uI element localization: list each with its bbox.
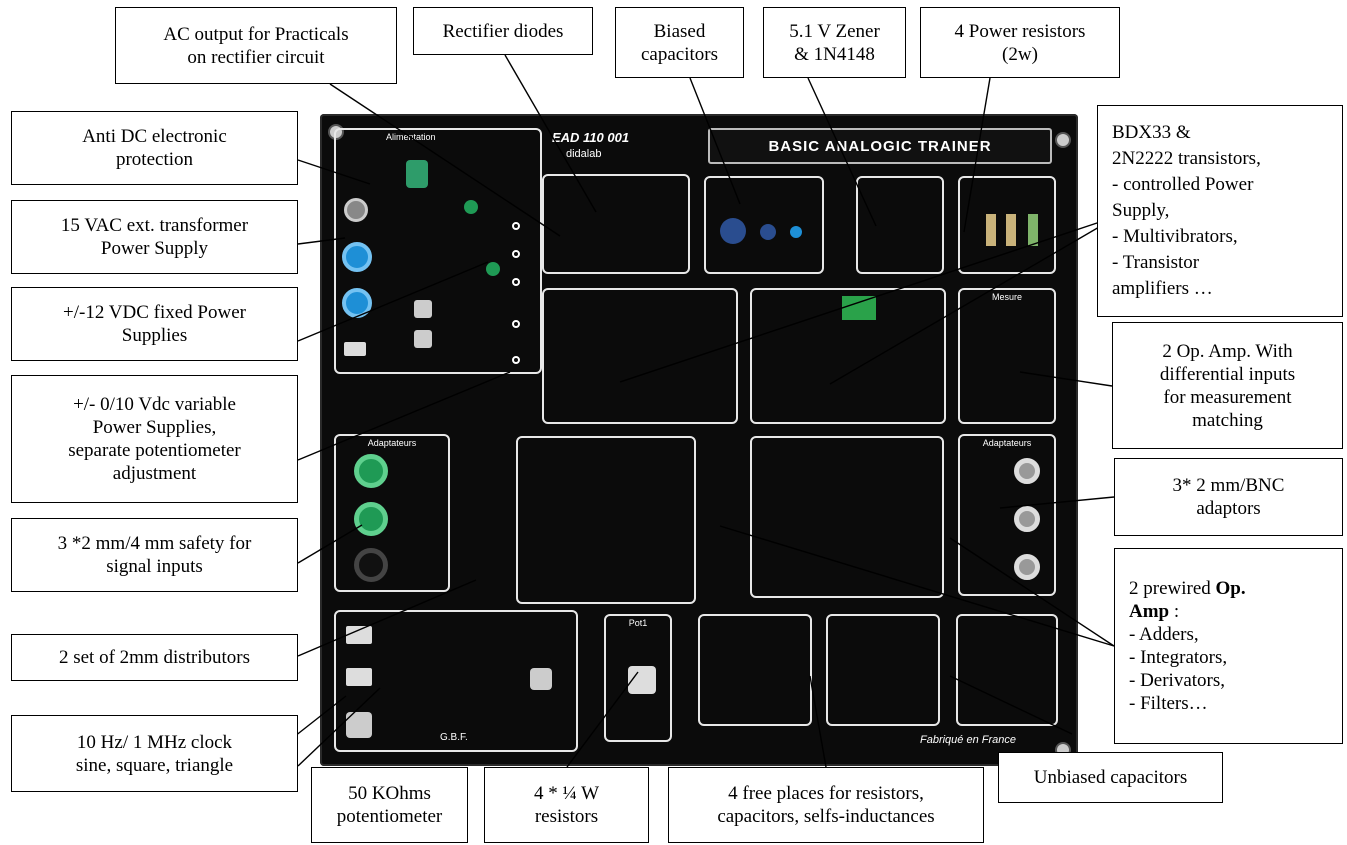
unbiased-capacitors-panel: [956, 614, 1058, 726]
frequency-knob-icon[interactable]: [346, 712, 372, 738]
black-socket-icon[interactable]: [354, 548, 388, 582]
callout-clock: 10 Hz/ 1 MHz clock sine, square, triangl…: [11, 715, 298, 792]
signal-inputs-panel: Adaptateurs: [334, 434, 450, 592]
terminal-icon[interactable]: [512, 356, 520, 364]
callout-free-places: 4 free places for resistors, capacitors,…: [668, 767, 984, 843]
resistor-icon: [1028, 214, 1038, 246]
panel-title: Pot1: [628, 618, 648, 628]
callout-transistors: BDX33 & 2N2222 transistors, - controlled…: [1097, 105, 1343, 317]
callout-biased-capacitors: Biased capacitors: [615, 7, 744, 78]
blue-socket-icon[interactable]: [342, 242, 372, 272]
potentiometer-panel: Pot1: [604, 614, 672, 742]
transistor-panel-1: [542, 288, 738, 424]
callout-safety-inputs: 3 *2 mm/4 mm safety for signal inputs: [11, 518, 298, 592]
opamp-panel-2: [750, 436, 944, 598]
transistor-panel-2: [750, 288, 946, 424]
screw-icon: [1055, 132, 1071, 148]
callout-rectifier-diodes: Rectifier diodes: [413, 7, 593, 55]
potentiometer-knob-icon[interactable]: [628, 666, 656, 694]
resistor-icon: [1006, 214, 1016, 246]
power-switch-icon[interactable]: [344, 342, 366, 356]
board-brand: didalab: [566, 148, 602, 160]
callout-anti-dc: Anti DC electronic protection: [11, 111, 298, 185]
bnc-connector-icon[interactable]: [1014, 554, 1040, 580]
resistor-icon: [986, 214, 996, 246]
callout-fixed-supplies: +/-12 VDC fixed Power Supplies: [11, 287, 298, 361]
measurement-panel: Mesure: [958, 288, 1056, 424]
panel-title: Adaptateurs: [982, 438, 1032, 448]
panel-title: Mesure: [991, 292, 1022, 302]
bnc-connector-icon[interactable]: [1014, 506, 1040, 532]
callout-zener: 5.1 V Zener & 1N4148: [763, 7, 906, 78]
potentiometer-knob-icon[interactable]: [414, 300, 432, 318]
bnc-panel: Adaptateurs: [958, 434, 1056, 596]
terminal-icon[interactable]: [512, 278, 520, 286]
biased-capacitors-panel: [704, 176, 824, 274]
opamp-panel-1: [516, 436, 696, 604]
terminal-icon[interactable]: [512, 250, 520, 258]
power-supply-panel: Alimentation: [334, 128, 542, 374]
terminal-icon[interactable]: [512, 222, 520, 230]
zener-panel: [856, 176, 944, 274]
board-model: EAD 110 001: [552, 130, 630, 145]
dc-jack-icon[interactable]: [344, 198, 368, 222]
callout-power-resistors: 4 Power resistors (2w): [920, 7, 1120, 78]
board-footer: Fabriqué en France: [920, 734, 1016, 746]
callout-prewired-opamp: 2 prewired Op. Amp : - Adders, - Integra…: [1114, 548, 1343, 744]
gain-knob-icon[interactable]: [530, 668, 552, 690]
led-icon: [464, 200, 478, 214]
callout-ext-transformer: 15 VAC ext. transformer Power Supply: [11, 200, 298, 274]
trainer-board: EAD 110 001 didalab BASIC ANALOGIC TRAIN…: [320, 114, 1078, 766]
callout-distributors: 2 set of 2mm distributors: [11, 634, 298, 681]
capacitor-icon: [406, 160, 428, 188]
led-icon: [486, 262, 500, 276]
panel-title: Adaptateurs: [367, 438, 417, 448]
board-title: BASIC ANALOGIC TRAINER: [768, 137, 992, 155]
terminal-icon[interactable]: [512, 320, 520, 328]
capacitor-icon: [760, 224, 776, 240]
capacitor-icon: [720, 218, 746, 244]
board-title-plate: BASIC ANALOGIC TRAINER: [708, 128, 1052, 164]
callout-ac-output: AC output for Practicals on rectifier ci…: [115, 7, 397, 84]
type-switch-icon[interactable]: [346, 668, 372, 686]
power-resistors-panel: [958, 176, 1056, 274]
bnc-connector-icon[interactable]: [1014, 458, 1040, 484]
callout-opamp-measurement: 2 Op. Amp. With differential inputs for …: [1112, 322, 1343, 449]
callout-potentiometer: 50 KOhms potentiometer: [311, 767, 468, 843]
potentiometer-knob-icon[interactable]: [414, 330, 432, 348]
gbf-label: G.B.F.: [440, 732, 468, 743]
callout-unbiased-capacitors: Unbiased capacitors: [998, 752, 1223, 803]
range-switch-icon[interactable]: [346, 626, 372, 644]
green-socket-icon[interactable]: [354, 454, 388, 488]
green-socket-icon[interactable]: [354, 502, 388, 536]
rectifier-diodes-panel: [542, 174, 690, 274]
blue-socket-icon[interactable]: [342, 288, 372, 318]
quarter-watt-resistors-panel: [698, 614, 812, 726]
panel-title: Alimentation: [386, 132, 436, 142]
free-places-panel: [826, 614, 940, 726]
function-generator-panel: G.B.F.: [334, 610, 578, 752]
callout-bnc-adaptors: 3* 2 mm/BNC adaptors: [1114, 458, 1343, 536]
capacitor-icon: [790, 226, 802, 238]
callout-quarter-watt-resistors: 4 * ¼ W resistors: [484, 767, 649, 843]
callout-variable-supplies: +/- 0/10 Vdc variable Power Supplies, se…: [11, 375, 298, 503]
transistor-heatsink-icon: [842, 296, 876, 320]
